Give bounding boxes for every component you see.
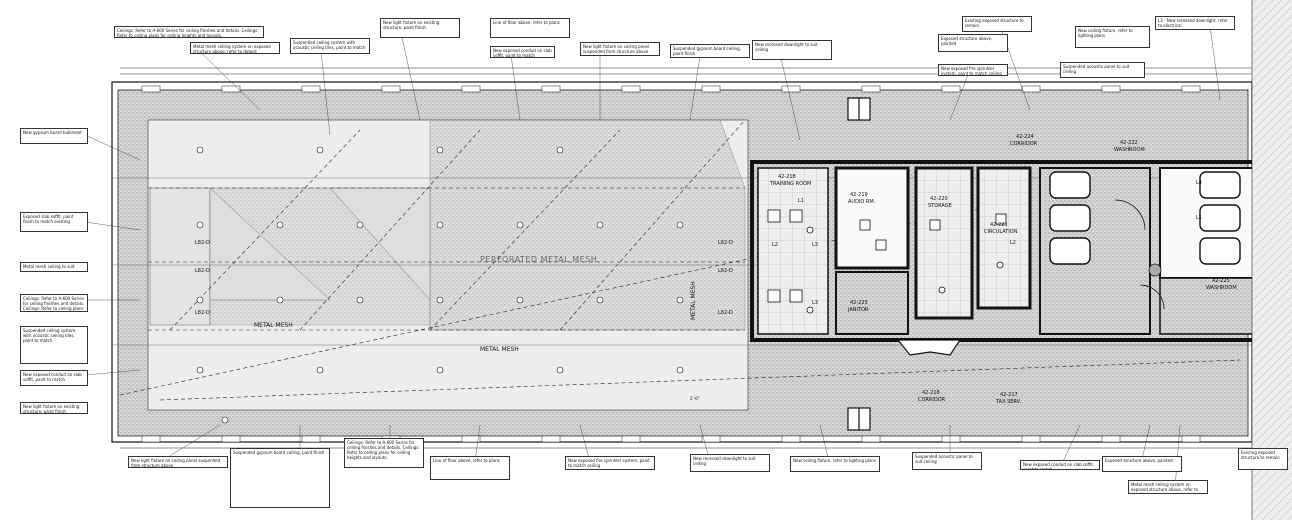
note-floor-above: Line of floor above, refer to plans — [490, 18, 570, 38]
note-left-5: Suspended ceiling system with acoustic c… — [20, 326, 88, 364]
room-number: 42-217 — [1000, 392, 1018, 398]
light-fixture-rows — [119, 119, 1241, 401]
exterior-wall-hatch — [1252, 0, 1292, 520]
note-ceilings-general: Ceilings: Refer to A-600 Series for ceil… — [114, 26, 264, 38]
washroom-fixtures — [1049, 171, 1241, 310]
note-recessed-downlight-l3: L3 - New recessed downlight, refer to el… — [1155, 16, 1235, 30]
note-left-4: Ceilings: Refer to A-600 Series for ceil… — [20, 294, 88, 312]
note-left-3: Metal mesh ceiling to suit — [20, 262, 88, 272]
note-bottom-8: Suspended acoustic panel to suit ceiling — [912, 452, 982, 470]
note-bottom-5: New exposed fire sprinkler system, paint… — [565, 456, 655, 470]
note-bottom-7: New ceiling fixture, refer to lighting p… — [790, 456, 880, 472]
note-sprinkler: New exposed fire sprinkler system, paint… — [938, 64, 1008, 76]
room-name: TAX SERV. — [996, 399, 1021, 405]
room-number: 42-222 — [1120, 140, 1138, 146]
fixture-tag: L82-D — [718, 240, 733, 246]
ceiling-type-label: METAL MESH — [480, 346, 519, 353]
ceiling-type-label: METAL MESH — [690, 281, 697, 320]
note-left-2: Exposed slab soffit, paint finish to mat… — [20, 212, 88, 232]
room-name: STORAGE — [928, 203, 952, 209]
note-bottom-12: Existing exposed structure to remain — [1238, 448, 1288, 470]
note-bottom-3: Ceilings: Refer to A-600 Series for ceil… — [344, 438, 424, 468]
room-name: CORRIDOR — [1010, 141, 1038, 147]
room-number: 42-225 — [1212, 278, 1230, 284]
room-name: AUDIO RM. — [848, 199, 876, 205]
note-exposed-conduit: New exposed conduit on slab soffit, pain… — [490, 46, 555, 58]
dimension-label: 2'-6" — [690, 396, 700, 401]
room-number: 42-224 — [1016, 134, 1034, 140]
fixture-tag: L82-D — [195, 268, 210, 274]
ceiling-fixtures — [196, 146, 684, 424]
fixture-tag: L4 — [1196, 180, 1202, 186]
room-number: 42-223 — [850, 300, 868, 306]
note-recessed-downlight: New recessed downlight to suit ceiling — [752, 40, 832, 60]
room-light-fixtures — [767, 209, 1162, 314]
column-grid-markers — [141, 85, 1201, 443]
room-number: 42-219 — [850, 192, 868, 198]
note-ceiling-fixture: New ceiling fixture, refer to lighting p… — [1075, 26, 1150, 48]
note-exposed-structure: Exposed structure above, painted — [938, 34, 1008, 52]
fixture-tag: L1 — [1196, 215, 1202, 221]
note-bottom-10: Exposed structure above, painted — [1102, 456, 1182, 472]
room-number: 42-221 — [990, 222, 1008, 228]
fixture-tag: L3 — [812, 300, 818, 306]
room-number: 42-218 — [778, 174, 796, 180]
note-left-6: New exposed conduit on slab soffit, pain… — [20, 370, 88, 386]
note-bottom-9: New exposed conduit on slab soffit, pain… — [1020, 460, 1100, 470]
room-name: CIRCULATION — [984, 229, 1018, 235]
room-name: TRAINING ROOM — [770, 181, 812, 187]
note-metal-mesh: Metal mesh ceiling system on exposed str… — [190, 42, 280, 54]
note-left-1: New gypsum board bulkhead — [20, 128, 88, 144]
perforated-mesh-zone — [149, 187, 211, 326]
note-light-fixture: New light fixture on existing structure,… — [380, 18, 460, 38]
ceiling-type-label: PERFORATED METAL MESH — [480, 255, 598, 264]
note-bottom-1: New light fixture on ceiling panel suspe… — [128, 456, 228, 468]
room-name: CORRIDOR — [918, 397, 946, 403]
fixture-tag: L82-D — [195, 240, 210, 246]
note-bottom-4: Line of floor above, refer to plans — [430, 456, 510, 480]
room-number: 42-216 — [922, 390, 940, 396]
note-left-7: New light fixture on existing structure,… — [20, 402, 88, 414]
note-existing-structure: Existing exposed structure to remain — [962, 16, 1032, 32]
fixture-tag: L82-D — [718, 268, 733, 274]
room-name: JANITOR — [848, 307, 869, 313]
note-gypsum-board: Suspended gypsum board ceiling, paint fi… — [670, 44, 750, 58]
room-name: WASHROOM — [1114, 147, 1145, 153]
fixture-tag: L2 — [772, 242, 778, 248]
note-acoustic-ceiling: Suspended ceiling system with acoustic c… — [290, 38, 370, 54]
room-number: 42-220 — [930, 196, 948, 202]
note-bottom-2: Suspended gypsum board ceiling, paint fi… — [230, 448, 330, 508]
note-bottom-11: Metal mesh ceiling system on exposed str… — [1128, 480, 1208, 494]
fixture-tag: L2 — [1010, 240, 1016, 246]
fixture-tag: L82-D — [718, 310, 733, 316]
ceiling-type-label: METAL MESH — [254, 322, 293, 329]
note-fixture-panel: New light fixture on ceiling panel suspe… — [580, 42, 660, 56]
note-bottom-6: New recessed downlight to suit ceiling — [690, 454, 770, 472]
note-acoustic-panel: Suspended acoustic panel to suit ceiling — [1060, 62, 1145, 78]
fixture-tag: L82-D — [195, 310, 210, 316]
fixture-tag: L1 — [798, 198, 804, 204]
room-name: WASHROOM — [1206, 285, 1237, 291]
fixture-tag: L3 — [812, 242, 818, 248]
